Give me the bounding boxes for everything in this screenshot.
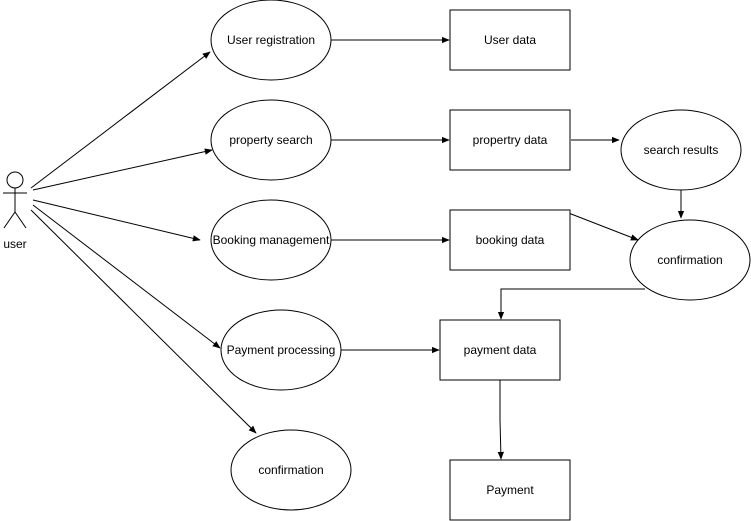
edge-confirmation-to-payment-data [497, 288, 645, 320]
edges [30, 36, 685, 460]
process-label: Payment processing [227, 343, 336, 357]
process-property-search: property search [210, 99, 332, 181]
process-payment-processing: Payment processing [220, 309, 342, 391]
datastore-payment: Payment [449, 459, 571, 521]
process-booking-management: Booking management [210, 199, 332, 281]
actor-head [6, 171, 24, 189]
edge-user-to-registration [30, 51, 211, 189]
datastore-label: User data [484, 33, 536, 47]
edge-payment-data-to-payment [497, 380, 505, 460]
edge-user-to-booking [32, 199, 201, 242]
datastore-label: Payment [486, 483, 534, 497]
process-confirmation-right: confirmation [629, 219, 751, 301]
datastore-user-data: User data [449, 9, 571, 71]
datastore-label: propertry data [473, 133, 548, 147]
process-label: confirmation [258, 463, 323, 477]
actor-label: user [3, 237, 26, 251]
edge-user-to-confirmation [30, 209, 257, 434]
process-label: property search [229, 133, 312, 147]
datastore-label: booking data [476, 233, 545, 247]
process-label: Booking management [213, 233, 330, 247]
process-label: confirmation [657, 253, 722, 267]
actor-right-leg [14, 211, 27, 229]
edge-user-to-property-search [32, 148, 213, 191]
process-search-results: search results [620, 109, 742, 191]
datastore-payment-data: payment data [439, 319, 561, 381]
process-label: User registration [227, 33, 315, 47]
edge-user-to-payment-processing [32, 204, 221, 349]
datastore-booking-data: booking data [449, 209, 571, 271]
actor-user: user [3, 171, 27, 251]
process-label: search results [644, 143, 719, 157]
edge-booking-data-to-confirmation [565, 211, 639, 241]
datastore-label: payment data [464, 343, 537, 357]
datastore-property-data: propertry data [449, 109, 571, 171]
process-confirmation-left: confirmation [230, 429, 352, 511]
actor-left-leg [3, 211, 16, 229]
process-user-registration: User registration [210, 0, 332, 81]
